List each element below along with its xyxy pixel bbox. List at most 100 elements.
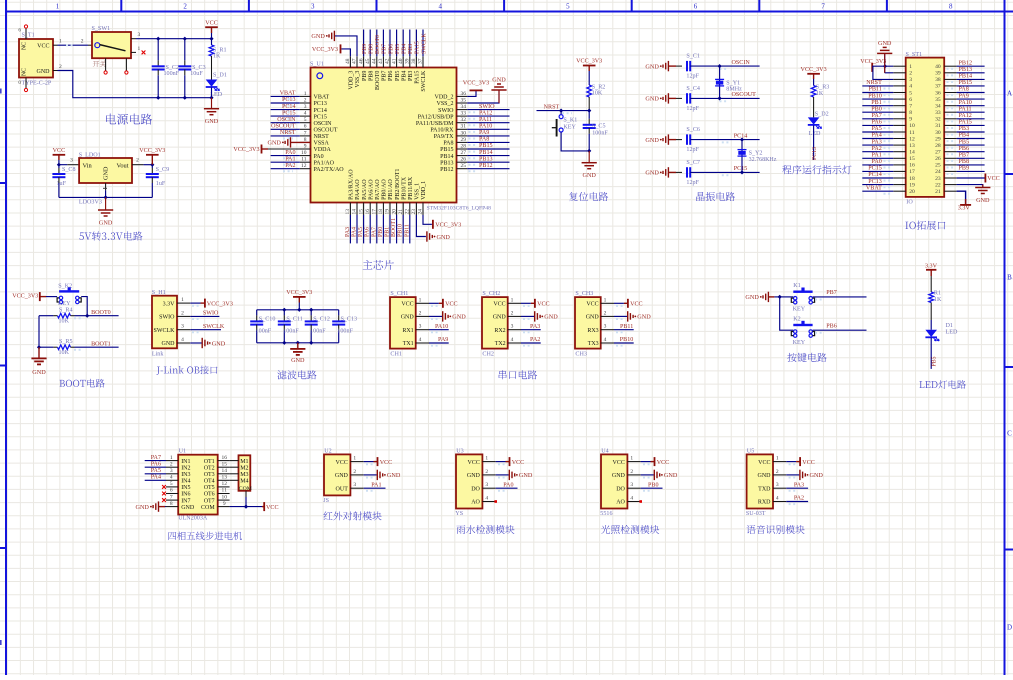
svg-text:PC13: PC13: [868, 179, 882, 185]
svg-text:PB6: PB6: [388, 44, 394, 54]
svg-text:VCC: VCC: [401, 302, 413, 308]
svg-text:PB13: PB13: [959, 67, 973, 73]
svg-text:GND: GND: [645, 63, 659, 70]
svg-text:LDO3V3: LDO3V3: [79, 200, 102, 206]
svg-text:STM32F103C8T6_LQFP48: STM32F103C8T6_LQFP48: [427, 205, 492, 211]
svg-text:VCC: VCC: [802, 460, 815, 466]
svg-text:13: 13: [345, 209, 351, 215]
svg-text:VCC_3V3: VCC_3V3: [286, 290, 312, 296]
svg-text:VSS_3: VSS_3: [355, 71, 361, 88]
svg-text:4: 4: [181, 337, 184, 343]
svg-text:30: 30: [935, 130, 941, 136]
svg-text:10: 10: [221, 494, 227, 500]
svg-text:19: 19: [909, 182, 915, 188]
svg-text:JS: JS: [323, 498, 329, 504]
svg-text:PB14: PB14: [959, 74, 973, 80]
svg-text:PA2: PA2: [872, 146, 882, 152]
svg-text:38: 38: [411, 58, 417, 64]
svg-text:PC15: PC15: [868, 166, 882, 172]
svg-text:VCC: VCC: [630, 302, 643, 308]
svg-text:GND: GND: [162, 341, 176, 347]
svg-text:39: 39: [935, 71, 941, 77]
svg-text:PB7: PB7: [382, 71, 388, 81]
svg-text:14: 14: [909, 150, 915, 156]
svg-text:GND: GND: [637, 314, 651, 321]
svg-text:2: 2: [485, 469, 488, 475]
svg-text:PA2: PA2: [530, 337, 540, 343]
svg-text:25: 25: [461, 163, 467, 169]
svg-text:7: 7: [304, 130, 307, 136]
svg-text:33: 33: [461, 111, 467, 117]
svg-text:RX1: RX1: [402, 328, 413, 334]
svg-text:PA6/AO: PA6/AO: [368, 179, 374, 200]
svg-text:2: 2: [136, 158, 139, 164]
svg-text:PA15: PA15: [415, 41, 421, 54]
svg-text:VBAT: VBAT: [314, 95, 330, 101]
svg-text:PB7: PB7: [826, 290, 837, 296]
svg-text:AO: AO: [616, 500, 625, 506]
svg-text:RXD: RXD: [758, 500, 771, 506]
svg-text:3: 3: [909, 77, 912, 83]
svg-text:GND: GND: [135, 504, 149, 511]
svg-text:2: 2: [304, 97, 307, 103]
svg-text:VCC_3V3: VCC_3V3: [312, 47, 338, 53]
svg-text:PB3: PB3: [408, 71, 414, 81]
svg-text:GND: GND: [401, 315, 415, 321]
svg-text:26: 26: [461, 157, 467, 163]
svg-text:LED: LED: [809, 131, 821, 137]
svg-text:21: 21: [935, 189, 941, 195]
svg-text:TX1: TX1: [403, 341, 414, 347]
svg-text:PB12: PB12: [440, 167, 453, 173]
svg-text:S_T1: S_T1: [22, 33, 35, 39]
svg-text:GND: GND: [582, 172, 596, 179]
svg-text:PB10: PB10: [620, 337, 634, 343]
svg-text:GND: GND: [387, 472, 401, 479]
svg-text:22: 22: [935, 182, 941, 188]
svg-text:CH1: CH1: [390, 352, 402, 358]
svg-text:PB14: PB14: [440, 154, 453, 160]
svg-text:PA0: PA0: [285, 150, 295, 156]
svg-text:16: 16: [221, 455, 227, 461]
svg-text:32: 32: [461, 117, 467, 123]
svg-text:20: 20: [391, 209, 397, 215]
svg-text:PA3: PA3: [345, 227, 351, 237]
svg-text:5516: 5516: [600, 511, 612, 517]
svg-text:S_LDO1: S_LDO1: [79, 152, 101, 158]
svg-text:31: 31: [461, 124, 467, 130]
svg-text:PB9: PB9: [362, 44, 368, 54]
svg-text:1: 1: [181, 297, 184, 303]
svg-text:15: 15: [909, 156, 915, 162]
svg-text:43: 43: [378, 58, 384, 64]
svg-text:1: 1: [485, 456, 488, 462]
svg-text:PA4/AO: PA4/AO: [355, 179, 361, 200]
svg-text:D: D: [1007, 624, 1012, 632]
svg-text:KEY: KEY: [793, 340, 806, 346]
svg-text:6: 6: [909, 97, 912, 103]
svg-text:PB15: PB15: [479, 143, 493, 149]
svg-text:7: 7: [170, 494, 173, 500]
svg-text:IN5: IN5: [181, 485, 190, 491]
svg-text:K2: K2: [793, 316, 800, 322]
svg-text:40: 40: [935, 64, 941, 70]
svg-text:PA9: PA9: [479, 130, 489, 136]
svg-text:PB11/RX: PB11/RX: [408, 176, 414, 200]
svg-text:3: 3: [419, 324, 422, 330]
svg-text:PA10/RX: PA10/RX: [430, 128, 454, 134]
svg-text:PB1: PB1: [385, 227, 391, 237]
svg-text:Link: Link: [152, 351, 164, 357]
svg-text:1K: 1K: [816, 91, 824, 97]
svg-text:4: 4: [439, 2, 443, 10]
svg-text:S_C6: S_C6: [686, 127, 700, 133]
svg-text:R1: R1: [934, 290, 941, 296]
svg-text:9: 9: [909, 117, 912, 123]
svg-text:S_D1: S_D1: [213, 73, 227, 79]
svg-text:2: 2: [353, 469, 356, 475]
svg-text:PB10: PB10: [398, 224, 404, 237]
svg-text:33: 33: [935, 110, 941, 116]
svg-text:BOOT0: BOOT0: [375, 35, 381, 54]
svg-text:12: 12: [301, 163, 307, 169]
svg-text:TXD: TXD: [758, 486, 771, 492]
svg-text:NRST: NRST: [544, 105, 560, 111]
svg-text:1uF: 1uF: [156, 181, 166, 187]
svg-text:PA9: PA9: [438, 337, 448, 343]
